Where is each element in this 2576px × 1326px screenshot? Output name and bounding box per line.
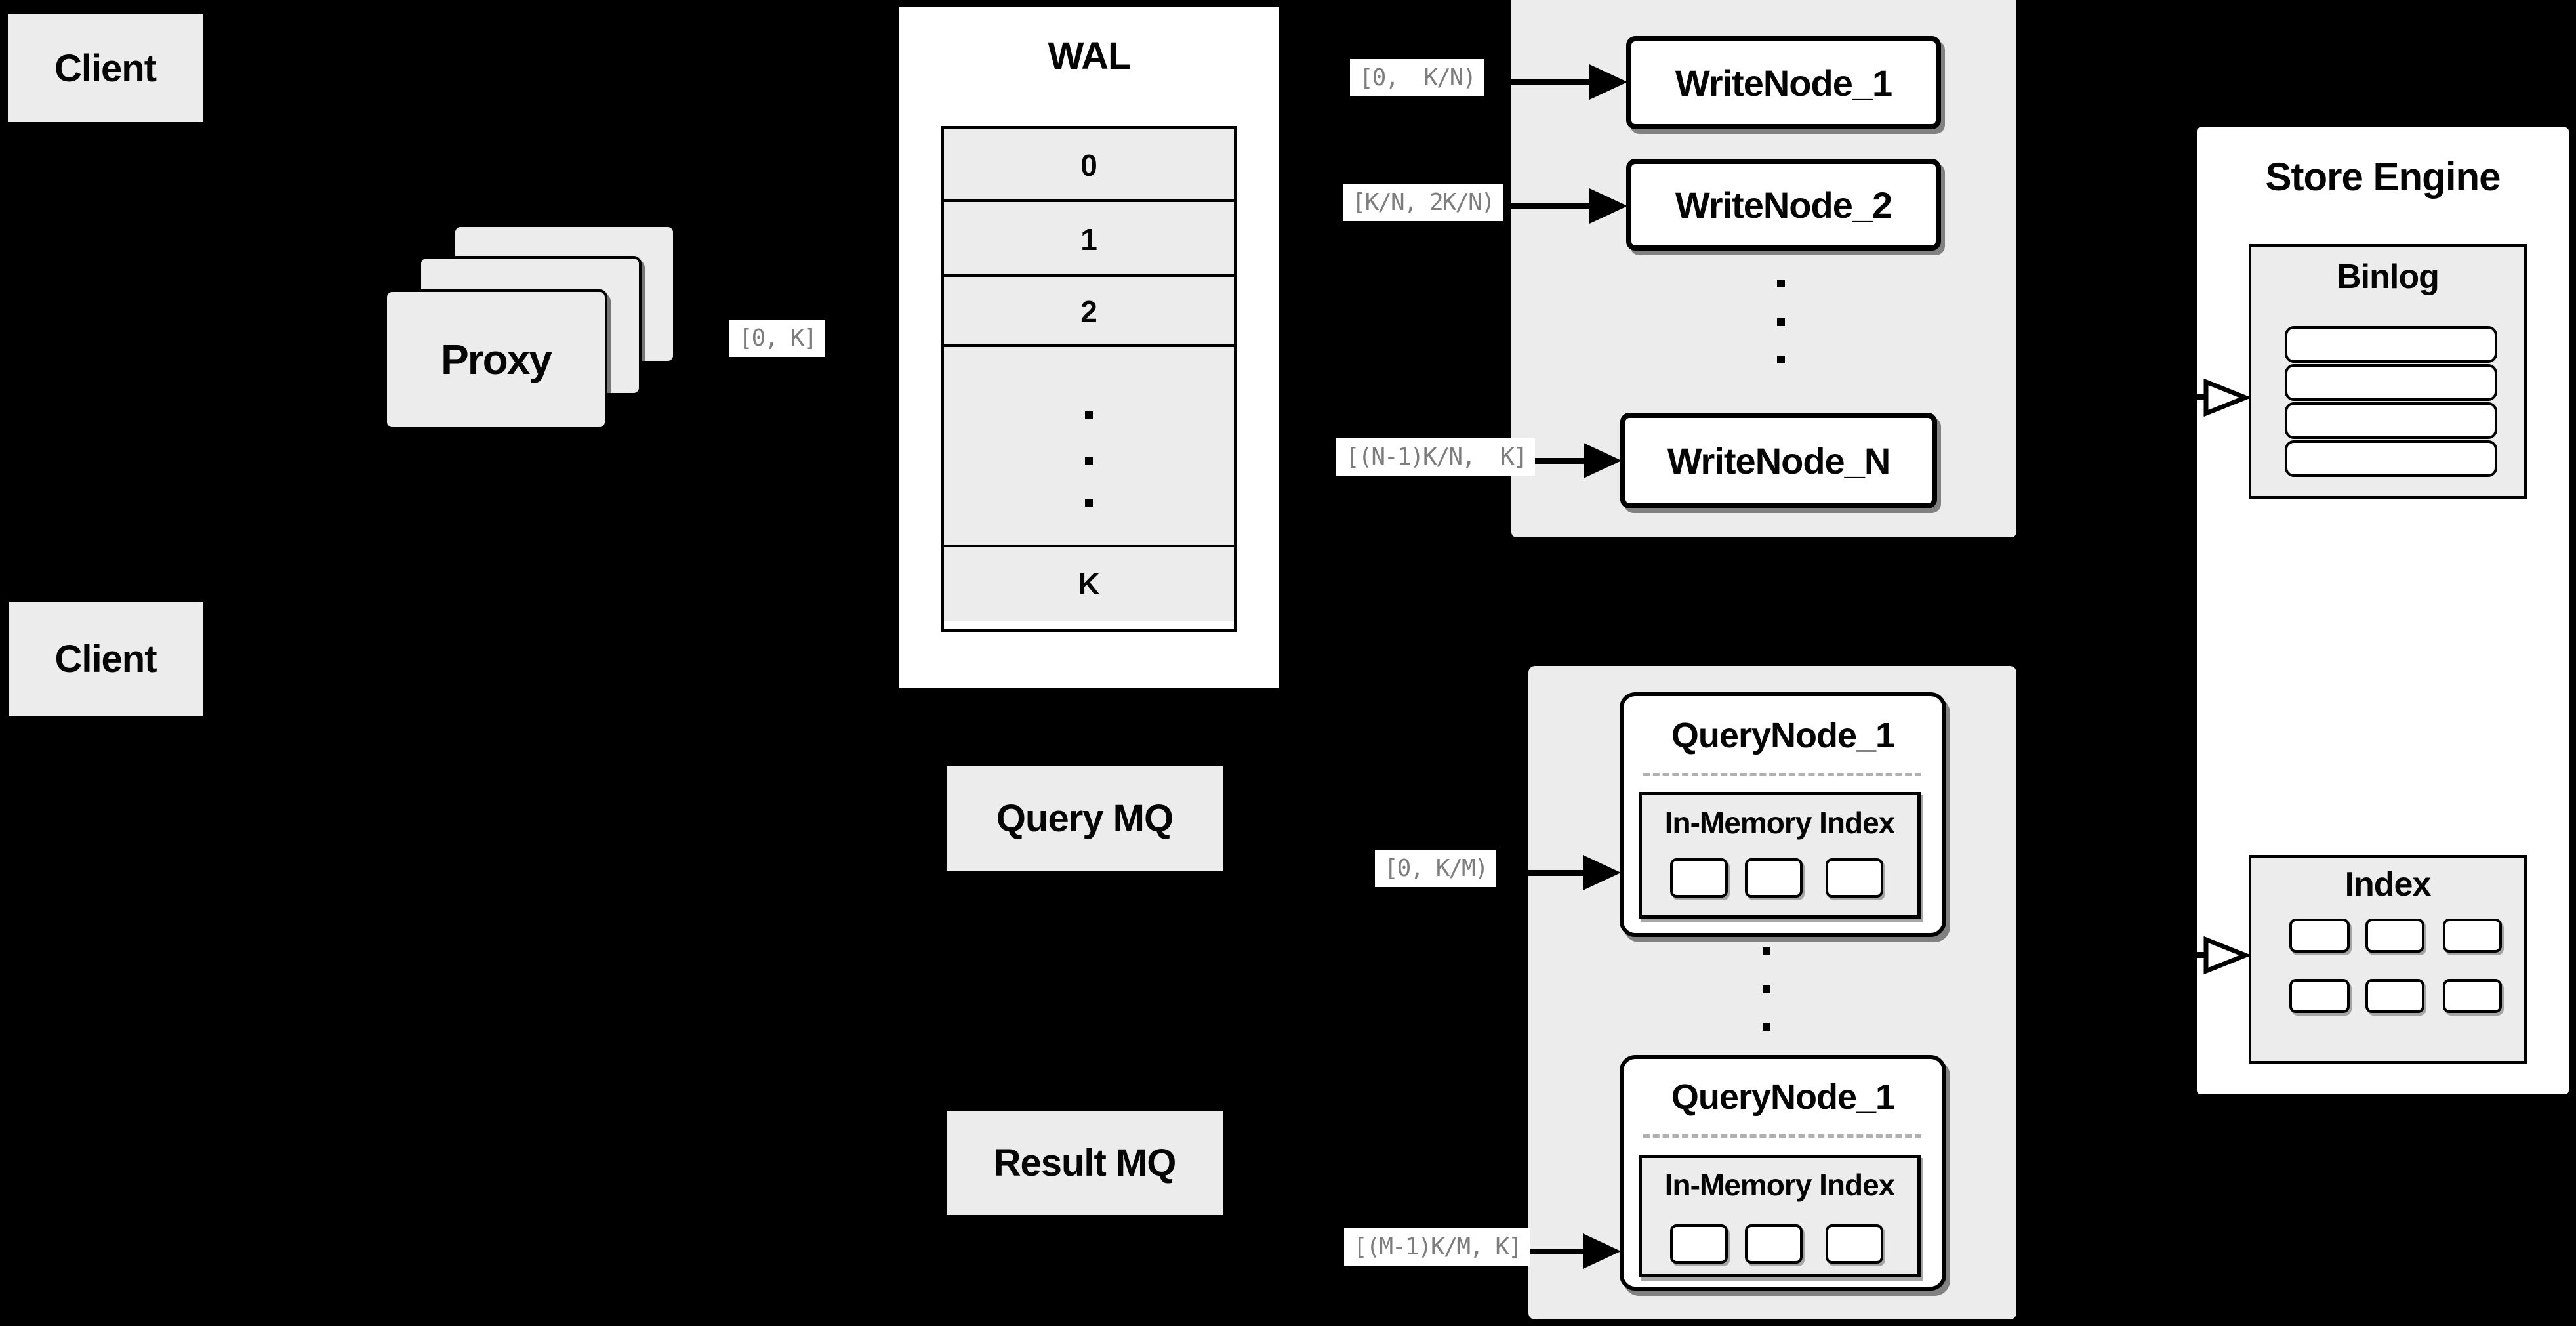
binlog-segment-row	[2285, 402, 2497, 439]
query-mq-label: Query MQ	[996, 797, 1174, 840]
memory-segment-cell	[1826, 1224, 1883, 1264]
range-label-proxy-wal: [0, K]	[729, 320, 826, 357]
arrowhead-writenode2	[1589, 188, 1627, 224]
client-bottom-label: Client	[54, 637, 157, 680]
write-node-n-label: WriteNode_N	[1667, 440, 1891, 482]
wal-segment-row: 0	[944, 129, 1234, 202]
wal-segment-row-last: K	[944, 547, 1234, 621]
in-memory-index-bottom-title: In-Memory Index	[1664, 1168, 1896, 1202]
index-segment-cell	[2443, 979, 2502, 1013]
write-node-1-label: WriteNode_1	[1675, 62, 1892, 104]
ellipsis-dot	[1763, 1023, 1770, 1031]
ellipsis-dot	[1763, 985, 1770, 993]
index-segment-cell	[2443, 919, 2502, 953]
index-title: Index	[2344, 865, 2432, 903]
proxy-node: Proxy	[384, 289, 607, 430]
query-mq-node: Query MQ	[945, 764, 1225, 873]
range-label-writenode2: [K/N, 2K/N)	[1343, 184, 1503, 221]
wal-ellipsis-cell	[944, 347, 1234, 547]
range-label-writenode1: [0, K/N)	[1350, 59, 1485, 96]
arrowhead-open-binlog	[2203, 379, 2249, 417]
binlog-title: Binlog	[2337, 258, 2440, 296]
memory-segment-cell	[1745, 1224, 1803, 1264]
ellipsis-dot	[1777, 280, 1785, 287]
wal-title: WAL	[1048, 35, 1132, 77]
ellipsis-dot	[1085, 499, 1093, 507]
ellipsis-dot	[1763, 947, 1770, 955]
memory-segment-cell	[1670, 858, 1728, 898]
wal-segment-row: 1	[944, 202, 1234, 277]
arrowhead-writenoden	[1584, 443, 1622, 478]
result-mq-node: Result MQ	[945, 1109, 1225, 1217]
query-node-top-title: QueryNode_1	[1671, 716, 1895, 755]
write-node-n: WriteNode_N	[1620, 413, 1937, 508]
memory-segment-cell	[1745, 858, 1803, 898]
index-segment-cell	[2289, 919, 2350, 953]
in-memory-index-top-title: In-Memory Index	[1664, 806, 1896, 840]
arrowhead-open-index	[2203, 936, 2249, 974]
range-label-querynode1: [0, K/M)	[1375, 850, 1497, 887]
arrowhead-querynode1	[1583, 855, 1621, 890]
memory-segment-cell	[1670, 1224, 1728, 1264]
store-engine-title: Store Engine	[2265, 155, 2501, 199]
ellipsis-dot	[1085, 411, 1093, 419]
query-node-bottom-divider	[1643, 1134, 1921, 1138]
binlog-segment-row	[2285, 326, 2497, 363]
write-node-2-label: WriteNode_2	[1675, 184, 1892, 226]
ellipsis-dot	[1777, 318, 1785, 326]
wal-segment-table: 0 1 2 K	[941, 126, 1237, 632]
arrow-querycluster-index	[2024, 952, 2209, 958]
client-node-top: Client	[5, 12, 205, 125]
write-node-2: WriteNode_2	[1626, 159, 1941, 251]
query-node-bottom-title: QueryNode_1	[1671, 1077, 1895, 1117]
binlog-segment-row	[2285, 440, 2497, 477]
ellipsis-dot	[1085, 457, 1093, 465]
index-segment-cell	[2365, 979, 2424, 1013]
query-node-top-divider	[1643, 773, 1921, 776]
binlog-segment-row	[2285, 364, 2497, 401]
ellipsis-dot	[1777, 356, 1785, 363]
range-label-writenoden: [(N-1)K/N, K]	[1336, 438, 1536, 476]
memory-segment-cell	[1826, 858, 1883, 898]
arrow-writecluster-binlog	[2024, 394, 2209, 400]
result-mq-label: Result MQ	[993, 1142, 1177, 1184]
arrowhead-querynode2	[1583, 1233, 1621, 1269]
proxy-label: Proxy	[441, 336, 552, 383]
client-node-bottom: Client	[6, 599, 205, 718]
wal-segment-row: 2	[944, 277, 1234, 347]
range-label-querynode2: [(M-1)K/M, K]	[1344, 1228, 1530, 1266]
arrowhead-writenode1	[1589, 64, 1627, 100]
index-segment-cell	[2365, 919, 2424, 953]
write-node-1: WriteNode_1	[1626, 36, 1941, 129]
index-segment-cell	[2289, 979, 2350, 1013]
index-box	[2249, 855, 2527, 1064]
client-top-label: Client	[54, 47, 157, 90]
